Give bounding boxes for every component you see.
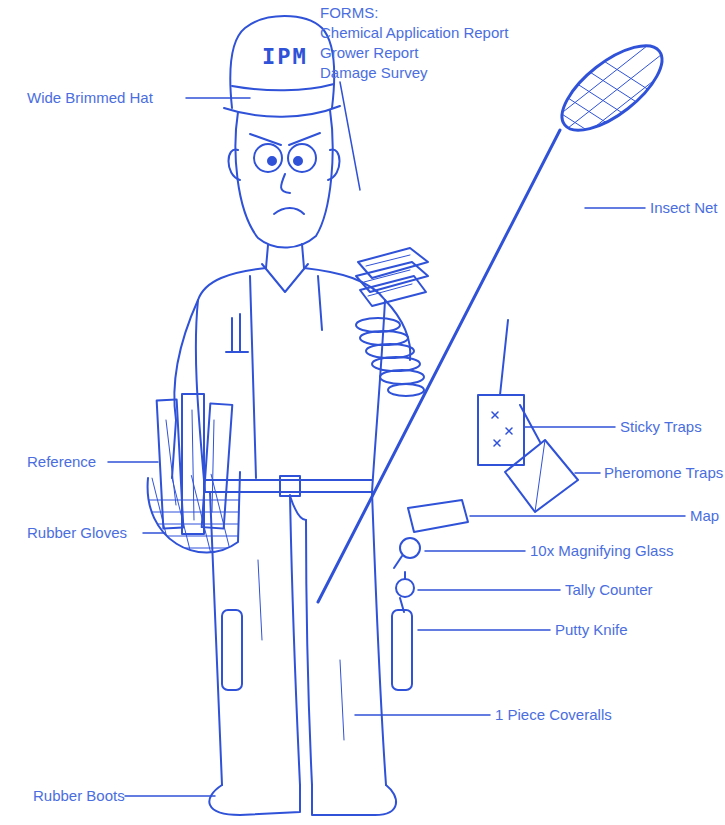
form-name: Chemical Application Report [320,24,508,42]
part-label: Tally Counter [565,581,653,599]
part-label: Wide Brimmed Hat [27,89,153,107]
forms-heading: FORMS: [320,4,378,22]
figure-lines [108,0,685,815]
part-label: Pheromone Traps [604,464,723,482]
cap-lettering: IPM [262,48,308,66]
leader-lines [108,82,685,796]
part-label: Insect Net [650,199,718,217]
form-name: Grower Report [320,44,418,62]
part-label: 10x Magnifying Glass [530,542,673,560]
part-label: Putty Knife [555,621,628,639]
part-label: 1 Piece Coveralls [495,706,612,724]
part-label: Rubber Boots [33,787,125,805]
form-name: Damage Survey [320,64,428,82]
part-label: Sticky Traps [620,418,702,436]
part-label: Reference [27,453,96,471]
part-label: Map [690,507,719,525]
part-label: Rubber Gloves [27,524,127,542]
